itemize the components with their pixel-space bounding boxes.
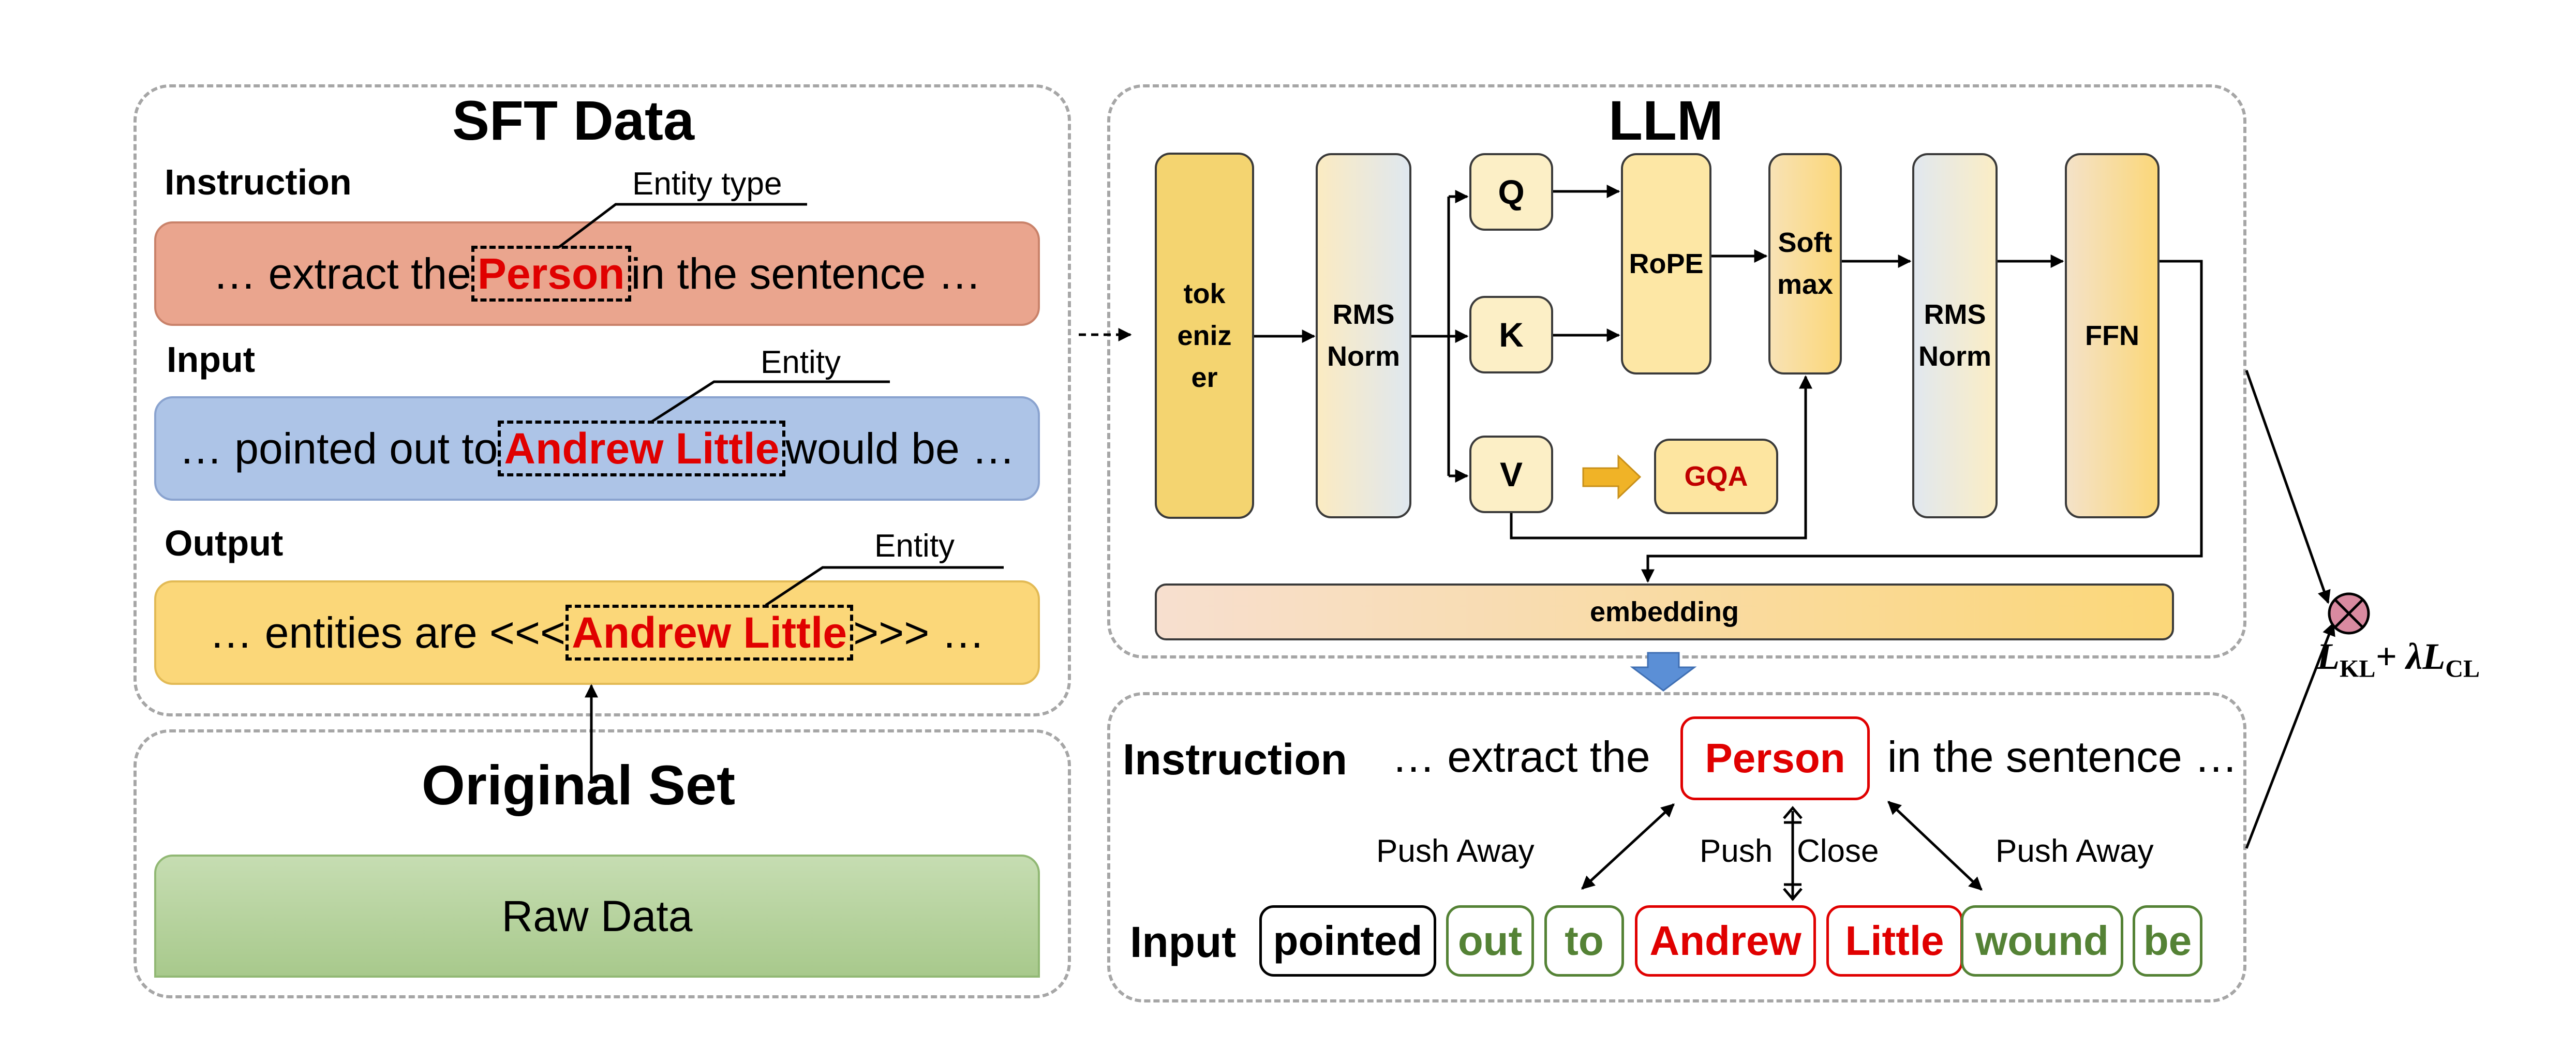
contrastive-instruction-label: Instruction	[1123, 735, 1347, 784]
gqa-block: GQA	[1654, 439, 1778, 514]
instruction-pre-text: … extract the	[213, 249, 471, 298]
embedding-block: embedding	[1155, 583, 2174, 640]
input-pre-text: … pointed out to	[178, 424, 498, 473]
contrastive-instruction-post: in the sentence …	[1887, 732, 2238, 781]
input-post-text: would be …	[785, 424, 1016, 473]
input-bar: … pointed out to Andrew Little would be …	[154, 396, 1040, 501]
llm-title: LLM	[1609, 89, 1723, 152]
input-label: Input	[167, 339, 256, 380]
output-entity-callout: Entity	[874, 528, 955, 564]
llm-flow-arrows	[1254, 185, 2203, 583]
token-to: to	[1544, 905, 1624, 977]
loss-formula: LKL+ λLCL	[2317, 635, 2480, 683]
loss-node	[2328, 592, 2370, 635]
original-set-title: Original Set	[421, 754, 736, 816]
loss-sub-cl: CL	[2445, 655, 2480, 683]
loss-connectors	[2245, 370, 2335, 849]
original-set-panel	[133, 729, 1071, 998]
loss-sub-kl: KL	[2339, 655, 2376, 683]
token-wound: wound	[1961, 905, 2123, 977]
token-andrew: Andrew	[1635, 905, 1816, 977]
k-block: K	[1469, 296, 1553, 373]
input-entity-andrew-little: Andrew Little	[498, 420, 786, 477]
ffn-block: FFN	[2065, 153, 2160, 518]
token-be: be	[2133, 905, 2202, 977]
input-entity-callout: Entity	[761, 345, 841, 380]
token-pointed: pointed	[1259, 905, 1436, 977]
contrastive-entity-person: Person	[1680, 716, 1870, 800]
sft-data-title: SFT Data	[452, 89, 695, 152]
close-arrow-heads	[1783, 806, 1803, 901]
rms-norm-block-1: RMS Norm	[1316, 153, 1411, 518]
contrastive-arrows	[1581, 801, 1983, 900]
token-out: out	[1446, 905, 1534, 977]
close-label: Close	[1797, 833, 1879, 869]
instruction-bar: … extract the Person in the sentence …	[154, 221, 1040, 326]
contrastive-panel	[1107, 692, 2246, 1002]
contrastive-input-label: Input	[1130, 918, 1237, 966]
output-bar: … entities are <<< Andrew Little >>> …	[154, 580, 1040, 685]
rms-norm-block-2: RMS Norm	[1912, 153, 1998, 518]
v-block: V	[1469, 436, 1553, 513]
instruction-entity-person: Person	[471, 245, 631, 302]
output-label: Output	[165, 523, 284, 563]
instruction-label: Instruction	[165, 162, 352, 202]
tokenizer-block: tok eniz er	[1155, 153, 1254, 519]
push-away-left-label: Push Away	[1376, 833, 1535, 869]
loss-plus-lambda: + λL	[2375, 636, 2446, 677]
raw-data-bar: Raw Data	[154, 855, 1040, 978]
raw-data-label: Raw Data	[501, 891, 693, 940]
push-label: Push	[1700, 833, 1773, 869]
entity-type-callout: Entity type	[632, 166, 782, 202]
instruction-post-text: in the sentence …	[631, 249, 981, 298]
rope-block: RoPE	[1621, 153, 1711, 375]
callout-leaders	[558, 203, 1004, 607]
softmax-block: Soft max	[1768, 153, 1842, 375]
push-away-right-label: Push Away	[1996, 833, 2154, 869]
sft-data-panel	[133, 84, 1071, 716]
output-entity-andrew-little: Andrew Little	[565, 604, 854, 661]
gqa-arrow	[1582, 454, 1642, 500]
q-block: Q	[1469, 153, 1553, 231]
output-pre-text: … entities are <<<	[209, 608, 566, 657]
contrastive-instruction-pre: … extract the	[1392, 732, 1650, 781]
embedding-down-arrow	[1630, 652, 1697, 692]
token-little: Little	[1826, 905, 1963, 977]
output-post-text: >>> …	[853, 608, 985, 657]
